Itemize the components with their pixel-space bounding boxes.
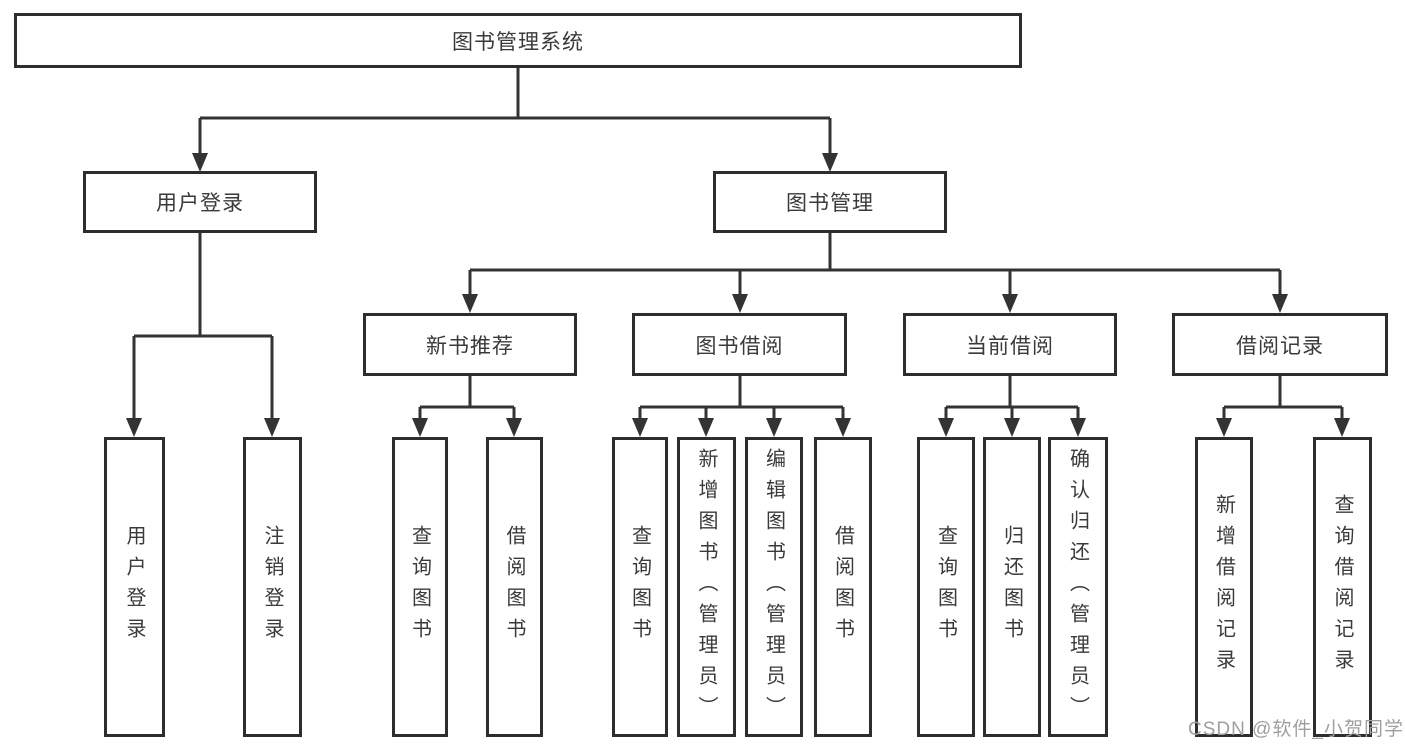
leaf-label: 查询图书: [628, 525, 651, 649]
leaf-return-books: 归还图书: [983, 437, 1041, 737]
arrowhead-icon: [264, 418, 280, 437]
leaf-user-login: 用户登录: [104, 437, 165, 737]
watermark: CSDN @软件_小贺同学: [1188, 719, 1404, 740]
node-book-management: 图书管理: [713, 171, 947, 233]
leaf-borrow-books: 借阅图书: [814, 437, 872, 737]
leaf-label: 新增图书（管理员）: [695, 447, 717, 727]
connector-book-mgmt-to-level3: [462, 233, 1288, 313]
arrowhead-icon: [1004, 418, 1020, 437]
arrowhead-icon: [412, 418, 428, 437]
node-user-login: 用户登录: [83, 171, 317, 233]
connector-book-borrow-to-leaves: [632, 376, 851, 437]
leaf-query-books-current: 查询图书: [917, 437, 975, 737]
connector-current-borrow-to-leaves: [938, 376, 1086, 437]
leaf-label: 借阅图书: [503, 525, 525, 649]
arrowhead-icon: [1002, 294, 1018, 313]
leaf-logout: 注销登录: [243, 437, 302, 737]
leaf-label: 确认归还（管理员）: [1066, 447, 1089, 727]
leaf-label: 查询图书: [408, 525, 431, 649]
leaf-query-books-recommend: 查询图书: [392, 437, 448, 737]
leaf-confirm-return-admin: 确认归还（管理员）: [1048, 437, 1108, 737]
arrowhead-icon: [1216, 418, 1232, 437]
arrowhead-icon: [766, 418, 782, 437]
leaf-query-books-borrow: 查询图书: [612, 437, 668, 737]
connector-root-to-level2: [192, 68, 838, 172]
leaf-add-borrow-record: 新增借阅记录: [1195, 437, 1253, 737]
leaf-edit-books-admin: 编辑图书（管理员）: [745, 437, 803, 737]
leaf-borrow-books-recommend: 借阅图书: [486, 437, 543, 737]
leaf-label: 编辑图书（管理员）: [762, 447, 785, 727]
connector-borrow-records-to-leaves: [1216, 376, 1350, 437]
arrowhead-icon: [822, 153, 838, 172]
leaf-label: 注销登录: [261, 525, 283, 649]
arrowhead-icon: [1272, 294, 1288, 313]
node-library-management-system: 图书管理系统: [14, 13, 1022, 68]
arrowhead-icon: [506, 418, 522, 437]
leaf-label: 查询图书: [934, 525, 957, 649]
connector-user-login-to-leaves: [126, 233, 280, 437]
node-current-borrow: 当前借阅: [903, 313, 1117, 376]
arrowhead-icon: [835, 418, 851, 437]
node-new-book-recommend: 新书推荐: [363, 313, 577, 376]
leaf-query-borrow-record: 查询借阅记录: [1313, 437, 1372, 737]
arrowhead-icon: [1334, 418, 1350, 437]
node-book-borrow: 图书借阅: [632, 313, 847, 376]
connector-new-book-rec-to-leaves: [412, 376, 522, 437]
arrowhead-icon: [1070, 418, 1086, 437]
arrowhead-icon: [126, 418, 142, 437]
arrowhead-icon: [938, 418, 954, 437]
leaf-label: 新增借阅记录: [1212, 494, 1235, 680]
leaf-label: 归还图书: [1000, 525, 1023, 649]
leaf-label: 用户登录: [123, 525, 145, 649]
arrowhead-icon: [462, 294, 478, 313]
arrowhead-icon: [632, 418, 648, 437]
arrowhead-icon: [192, 153, 208, 172]
leaf-label: 借阅图书: [831, 525, 854, 649]
leaf-label: 查询借阅记录: [1331, 494, 1353, 680]
node-borrow-records: 借阅记录: [1172, 313, 1388, 376]
arrowhead-icon: [732, 294, 748, 313]
leaf-add-books-admin: 新增图书（管理员）: [677, 437, 736, 737]
arrowhead-icon: [698, 418, 714, 437]
